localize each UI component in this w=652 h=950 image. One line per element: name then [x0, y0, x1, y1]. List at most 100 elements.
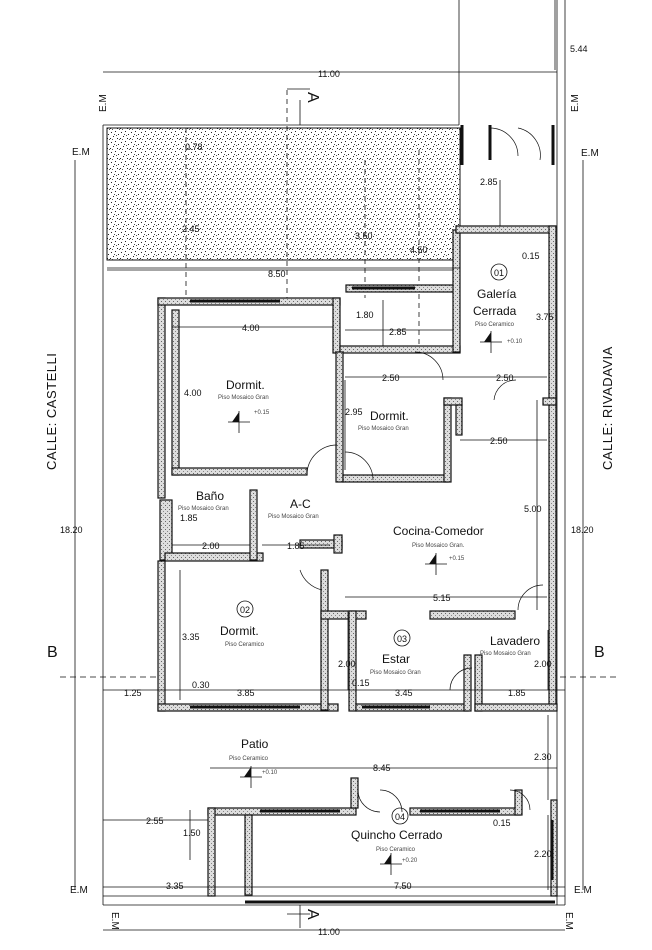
cocina-name: Cocina-Comedor	[393, 524, 484, 538]
dim-185-b: 1.85	[287, 541, 305, 551]
lavadero-floor: Piso Mosaico Gran	[480, 651, 531, 657]
quincho-number: 04	[395, 812, 405, 822]
dim-335-b: 3.35	[166, 881, 184, 891]
em-top-right-vertical: E.M	[570, 94, 581, 112]
dim-400-h: 4.00	[242, 323, 260, 333]
room-number-circle-01	[490, 263, 508, 281]
section-mark-b-right: B	[594, 644, 605, 661]
dim-845: 8.45	[373, 763, 391, 773]
dim-255: 2.55	[146, 816, 164, 826]
section-mark-a-bottom: A	[304, 909, 321, 920]
dim-220: 2.20	[534, 849, 552, 859]
street-left: CALLE: CASTELLI	[44, 353, 59, 470]
dim-850: 8.50	[268, 269, 286, 279]
lavadero-name: Lavadero	[490, 634, 540, 648]
dormit2-name: Dormit.	[370, 409, 409, 423]
dim-515: 5.15	[433, 593, 451, 603]
dim-750: 7.50	[394, 881, 412, 891]
bano-name: Baño	[196, 489, 224, 503]
bano-floor: Piso Mosaico Gran	[178, 506, 229, 512]
dim-200-c: 2.00	[534, 659, 552, 669]
estar-name: Estar	[382, 652, 410, 666]
dimension-lines	[60, 0, 620, 931]
em-top-right: E.M	[581, 148, 599, 159]
patio-name: Patio	[241, 737, 269, 751]
estar-number: 03	[397, 634, 407, 644]
dim-500: 5.00	[524, 504, 542, 514]
street-right: CALLE: RIVADAVIA	[600, 346, 615, 470]
level-marker-dormit1	[228, 411, 250, 433]
em-top-left: E.M	[72, 147, 90, 158]
dim-285-top: 2.85	[480, 177, 498, 187]
windows	[190, 125, 555, 880]
dormit3-floor: Piso Ceramico	[225, 642, 265, 648]
dim-left-total: 18.20	[60, 525, 83, 535]
dim-400-v: 4.00	[184, 388, 202, 398]
em-top-left-vertical: E.M	[98, 94, 109, 112]
quincho-name: Quincho Cerrado	[351, 828, 443, 842]
dim-078: 0.78	[185, 142, 203, 152]
room-number-circle-04	[391, 807, 409, 825]
ac-name: A-C	[290, 497, 311, 511]
dim-right-total: 18.20	[571, 525, 594, 535]
level-markers	[228, 331, 502, 875]
dim-125: 1.25	[124, 688, 142, 698]
patio-level: +0.10	[262, 770, 278, 776]
dim-285-b: 2.85	[389, 327, 407, 337]
dim-185-a: 1.85	[180, 513, 198, 523]
em-bottom-left: E.M	[70, 885, 88, 896]
room-number-circle-03	[393, 629, 411, 647]
dim-295: 2.95	[345, 407, 363, 417]
dim-200-b: 2.00	[338, 659, 356, 669]
em-bottom-right-vertical: E.M	[563, 912, 574, 930]
dormit1-floor: Piso Mosaico Gran	[218, 395, 269, 401]
patio-floor: Piso Ceramico	[229, 756, 269, 762]
room-number-circle-02	[236, 600, 254, 618]
dormit3-name: Dormit.	[220, 624, 259, 638]
quincho-level: +0.20	[402, 858, 418, 864]
galeria-level: +0.10	[507, 339, 523, 345]
em-bottom-right: E.M	[574, 885, 592, 896]
dim-015-a: 0.15	[522, 251, 540, 261]
dim-015-c: 0.15	[493, 818, 511, 828]
galeria-floor: Piso Ceramico	[475, 322, 515, 328]
dim-030: 0.30	[192, 680, 210, 690]
dim-015-b: 0.15	[352, 678, 370, 688]
dim-350: 3.50	[355, 231, 373, 241]
dim-250-c: 2.50	[490, 436, 508, 446]
dormit1-name: Dormit.	[226, 378, 265, 392]
dim-335: 3.35	[182, 632, 200, 642]
dim-185-c: 1.85	[508, 688, 526, 698]
dormit2-floor: Piso Mosaico Gran	[358, 426, 409, 432]
dim-top-width: 11.00	[318, 69, 340, 79]
dim-250-b: 2.50	[496, 373, 514, 383]
dim-200-a: 2.00	[202, 541, 220, 551]
cocina-level: +0.15	[449, 556, 465, 562]
lot-outline	[102, 0, 566, 906]
section-mark-b-left: B	[47, 644, 58, 661]
dim-385: 3.85	[237, 688, 255, 698]
ac-floor: Piso Mosaico Gran	[268, 514, 319, 520]
dormit1-level: +0.15	[254, 410, 270, 416]
level-marker-cocina	[425, 553, 447, 575]
dim-375: 3.75	[536, 312, 554, 322]
dim-450: 4.50	[410, 245, 428, 255]
doors	[299, 127, 544, 813]
dim-345: 3.45	[395, 688, 413, 698]
level-marker-galeria	[480, 331, 502, 353]
estar-floor: Piso Mosaico Gran	[370, 670, 421, 676]
level-marker-patio	[240, 766, 262, 788]
dim-150: 1.50	[183, 828, 201, 838]
dim-245: 2.45	[182, 224, 200, 234]
em-bottom-left-vertical: E.M	[109, 912, 120, 930]
section-mark-a-top: A	[304, 92, 321, 103]
galeria-name-line2: Cerrada	[473, 304, 517, 318]
dormit3-number: 02	[240, 605, 250, 615]
quincho-floor: Piso Ceramico	[376, 847, 416, 853]
dim-250-a: 2.50	[382, 373, 400, 383]
cocina-floor: Piso Mosaico Gran.	[412, 543, 465, 549]
front-garden	[106, 127, 461, 261]
dim-right-top: 5.44	[570, 44, 588, 54]
level-marker-quincho	[380, 853, 402, 875]
